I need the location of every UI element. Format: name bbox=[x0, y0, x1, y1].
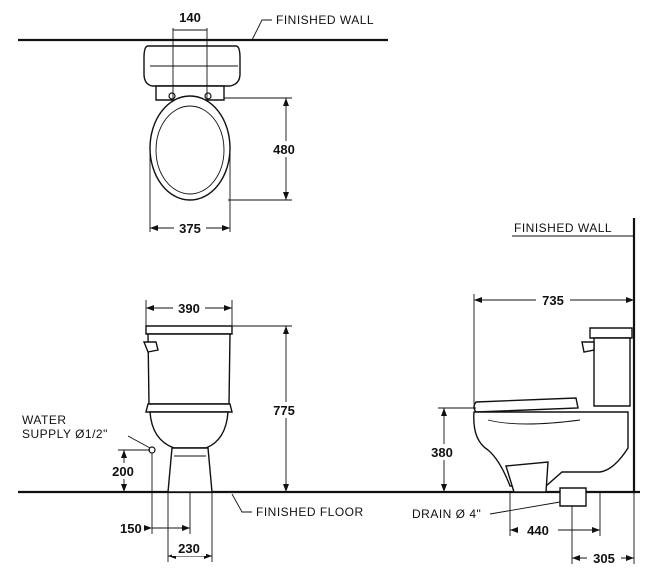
floor-leader bbox=[231, 493, 252, 513]
label-finished-wall-side: FINISHED WALL bbox=[514, 221, 612, 235]
arrow-480-top bbox=[283, 98, 289, 106]
arrow-440-right bbox=[592, 527, 600, 533]
arrow-480-bottom bbox=[283, 192, 289, 200]
dim-305-bg bbox=[587, 550, 621, 566]
side-flush-lever bbox=[581, 341, 595, 353]
arrow-440-left bbox=[510, 527, 518, 533]
arrow-150-right bbox=[182, 525, 190, 531]
label-drain: DRAIN Ø 4" bbox=[412, 507, 481, 521]
dim-230-bg bbox=[172, 540, 206, 556]
dim-480: 480 bbox=[273, 142, 295, 157]
side-pedestal bbox=[505, 461, 549, 493]
arrow-775-top bbox=[283, 326, 289, 334]
dim-375-bg bbox=[174, 220, 206, 236]
dim-140: 140 bbox=[179, 10, 201, 25]
dim-230: 230 bbox=[178, 541, 200, 556]
label-finished-wall-top: FINISHED WALL bbox=[276, 13, 374, 27]
dim-440: 440 bbox=[527, 523, 549, 538]
dim-150: 150 bbox=[120, 521, 142, 536]
arrow-390-left bbox=[146, 305, 154, 311]
arrow-305-right bbox=[626, 555, 634, 561]
arrow-390-right bbox=[224, 305, 232, 311]
arrow-200-bottom bbox=[121, 484, 127, 492]
front-view: 390 775 WATER SUPPLY Ø1/2" 200 150 2 bbox=[22, 300, 364, 562]
arrow-375-left bbox=[150, 225, 158, 231]
front-seat bbox=[145, 403, 233, 413]
top-bowl bbox=[149, 95, 231, 201]
front-bowl bbox=[149, 411, 229, 449]
dim-305: 305 bbox=[593, 551, 615, 566]
side-view: FINISHED WALL 735 380 DRAIN Ø 4" bbox=[412, 218, 636, 566]
dim-380: 380 bbox=[431, 445, 453, 460]
dim-735-bg bbox=[536, 292, 570, 308]
top-view: 140 FINISHED WALL 480 375 bbox=[18, 10, 388, 236]
arrow-735-left bbox=[474, 297, 482, 303]
arrow-200-top bbox=[121, 450, 127, 458]
label-supply: SUPPLY Ø1/2" bbox=[22, 427, 108, 441]
arrow-375-right bbox=[222, 225, 230, 231]
label-water: WATER bbox=[22, 413, 67, 427]
label-finished-floor: FINISHED FLOOR bbox=[256, 505, 364, 519]
top-hinge-left bbox=[168, 92, 176, 100]
dim-200: 200 bbox=[112, 464, 134, 479]
dim-375: 375 bbox=[179, 221, 201, 236]
dim-480-bg bbox=[270, 141, 300, 157]
dim-390: 390 bbox=[178, 301, 200, 316]
arrow-735-right bbox=[626, 297, 634, 303]
dim-775-bg bbox=[268, 402, 302, 418]
side-bowl-rim bbox=[487, 419, 581, 425]
side-drain bbox=[559, 487, 587, 507]
front-tank-lid bbox=[145, 325, 233, 335]
top-bowl-inner bbox=[155, 105, 225, 195]
front-flush-lever bbox=[142, 341, 159, 353]
front-tank bbox=[147, 333, 231, 405]
arrow-380-top bbox=[441, 408, 447, 416]
dim-735: 735 bbox=[542, 293, 564, 308]
supply-leader bbox=[127, 435, 151, 449]
dim-440-bg bbox=[518, 522, 558, 538]
front-pedestal bbox=[167, 447, 213, 493]
dim-775: 775 bbox=[273, 403, 295, 418]
top-hinge-right bbox=[204, 92, 212, 100]
arrow-775-bottom bbox=[283, 484, 289, 492]
side-tank-lid bbox=[589, 327, 633, 339]
arrow-380-bottom bbox=[441, 484, 447, 492]
drain-leader bbox=[489, 501, 561, 515]
dim-390-bg bbox=[173, 300, 205, 316]
side-seat bbox=[473, 397, 579, 413]
dim-380-bg bbox=[424, 444, 460, 460]
side-tank bbox=[593, 337, 631, 407]
arrow-150-left bbox=[144, 525, 152, 531]
dim-200-bg bbox=[106, 463, 140, 479]
wall-leader-top bbox=[251, 19, 272, 41]
arrow-305-left bbox=[572, 555, 580, 561]
